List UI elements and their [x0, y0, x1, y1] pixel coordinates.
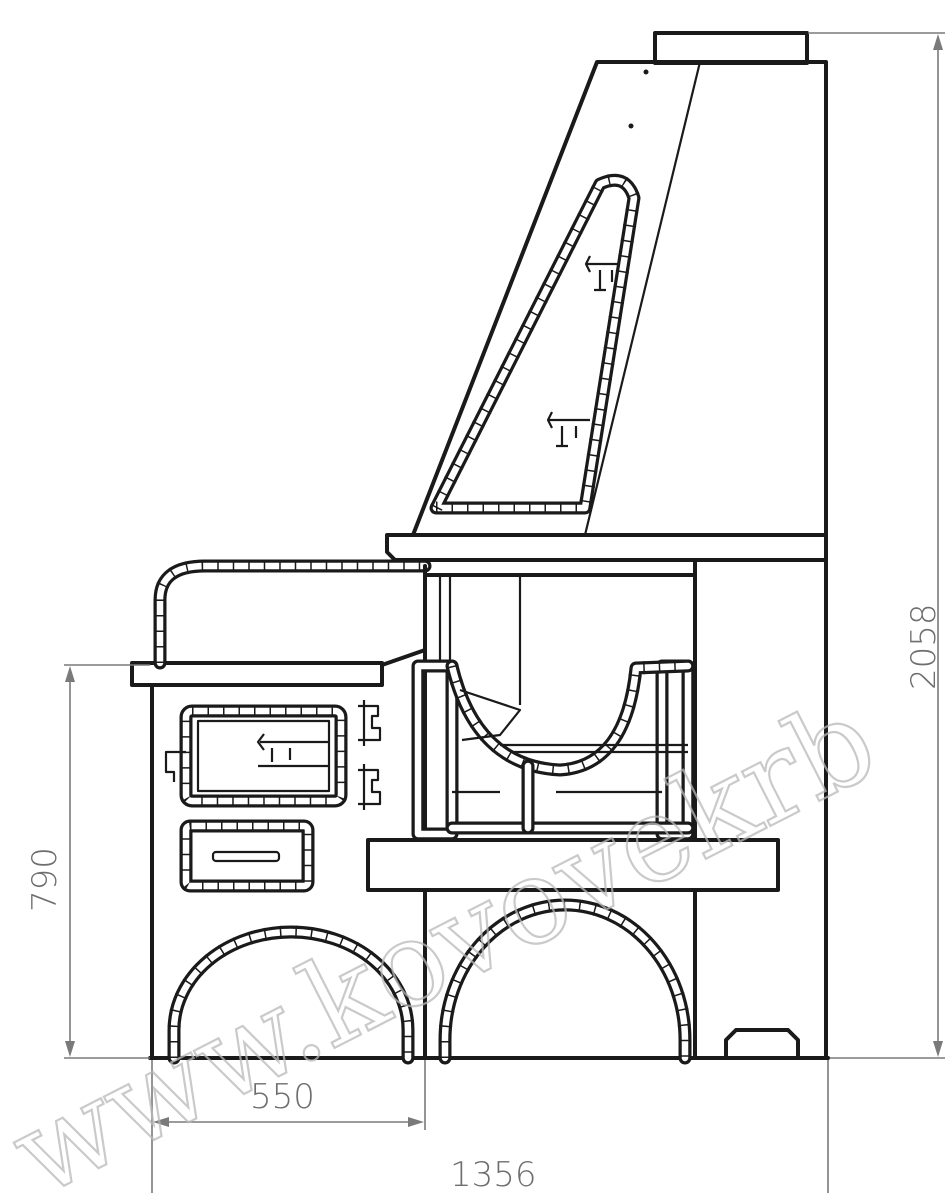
base-notch	[724, 1028, 800, 1060]
hood-edge-line	[583, 61, 702, 536]
cooktop-plate	[130, 661, 384, 687]
chimney-hood	[411, 31, 828, 537]
dimension-height-total: 2058	[808, 32, 945, 1059]
label-height-firebox: 790	[25, 847, 65, 912]
base-pedestal	[148, 558, 830, 1060]
dimension-width-total: 1356	[151, 1060, 829, 1193]
label-height-total: 2058	[904, 603, 944, 690]
hood-window-hinge-icon	[546, 255, 620, 448]
cooker-body	[130, 559, 432, 1060]
label-width-total: 1356	[450, 1155, 537, 1193]
wood-storage-arch-left	[167, 925, 415, 1065]
rail-frame	[153, 559, 432, 670]
oven-door	[164, 704, 348, 808]
oven-hinge-icon	[358, 700, 382, 810]
hearth-slab	[366, 838, 780, 892]
oven-handle-icon	[164, 750, 186, 782]
dimension-width-section: 550	[151, 1060, 426, 1130]
flue-collar	[653, 31, 809, 65]
wood-storage-arch-right	[438, 898, 692, 1065]
dimension-height-firebox: 790	[25, 664, 150, 1059]
hood-base-shelf	[385, 533, 828, 562]
firebox-bowl	[445, 659, 695, 777]
oven-vent-arrow-icon	[256, 733, 330, 768]
label-width-section: 550	[250, 1077, 315, 1117]
ash-drawer	[179, 819, 315, 893]
ash-drawer-handle-icon	[211, 850, 281, 863]
fireplace-insert	[411, 558, 697, 842]
